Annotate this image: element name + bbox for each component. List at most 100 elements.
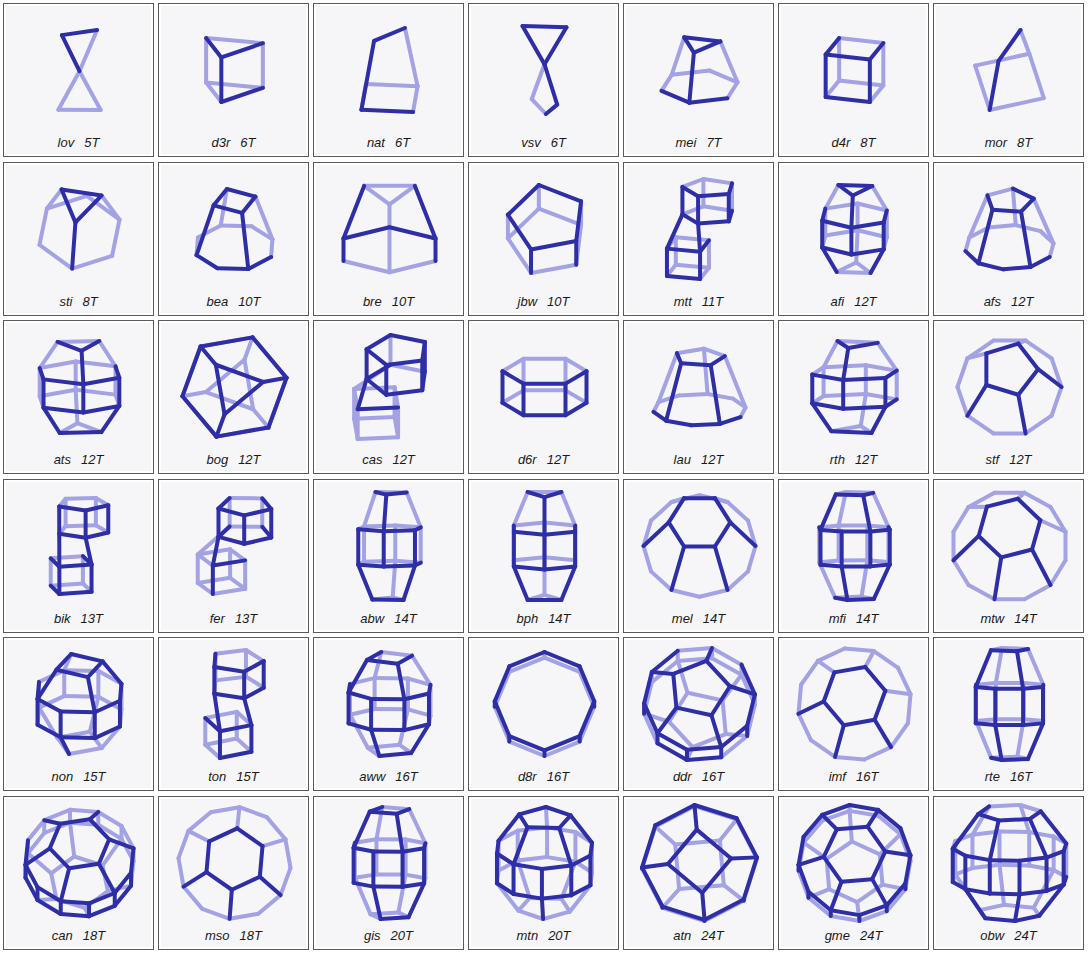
cage-edge [546,105,557,114]
cage-edge [986,344,1018,354]
cage-edge [715,498,730,522]
cage-edge [281,868,291,895]
cage-edge [872,407,886,433]
cage-code: mtt [674,294,692,310]
cage-edge [214,205,242,213]
cage-edge [354,848,374,852]
cage-edge [1025,493,1051,507]
cage-edge [978,210,992,264]
cage-edge [881,43,885,85]
cage-edge [954,536,979,560]
cage-edge [882,223,886,250]
cage-edge [996,648,1002,683]
cage-edge [361,110,413,112]
cage-edge [364,492,375,526]
cage-caption: mso18T [159,928,308,944]
cage-edge [665,249,669,276]
cage-edge [958,358,968,387]
cage-edge [684,545,715,549]
cage-edge [847,599,873,600]
cage-code: non [51,769,73,785]
cage-edge [678,661,688,693]
cage-edge [244,538,271,544]
cage-edge [843,378,885,380]
cage-edge [44,408,84,413]
cage-edge [573,832,577,862]
cage-cell: rth12T [778,320,929,474]
cage-edge [872,879,886,905]
cage-cell: d8r16T [468,637,619,791]
cage-edge [843,348,848,380]
cage-edge [183,396,217,436]
cage-edge [712,648,741,665]
cage-edge [825,185,838,209]
cage-code: afs [984,294,1001,310]
cage-edge [90,564,94,591]
cage-edge [26,865,38,887]
cage-illustration [624,321,773,473]
cage-code: mor [985,135,1007,151]
cage-illustration [624,4,773,156]
cage-edge [42,379,46,407]
cage-caption: lau12T [624,452,773,468]
cage-edge [842,564,871,568]
cage-edge [269,509,273,537]
cage-edge [994,557,1001,599]
t-atom-count: 12T [1011,294,1033,310]
cage-cell: imf16T [778,637,929,791]
cage-cell: ats12T [3,320,154,474]
cage-edge [662,91,690,103]
t-atom-count: 16T [856,769,878,785]
cage-edge [61,901,89,903]
cage-code: aww [359,769,385,785]
cage-edge [900,828,910,855]
cage-cell: mso18T [158,796,309,950]
cage-edge [728,502,748,521]
cage-edge [559,828,571,866]
cage-edge [188,812,210,831]
cage-edge [205,712,236,718]
cage-edge [44,820,60,824]
cage-cell: d3r6T [158,3,309,157]
cage-edge [74,362,78,390]
cage-code: bea [206,294,228,310]
t-atom-count: 24T [860,928,882,944]
cage-illustration [159,638,308,790]
cage-edge [390,186,415,205]
cage-edge [237,739,252,752]
cage-edge [990,820,999,860]
cage-code: vsv [521,135,541,151]
cage-edge [514,492,528,525]
cage-caption: d4r8T [779,135,928,151]
cage-edge [82,351,84,384]
cage-edge [50,824,60,849]
cage-illustration [934,321,1083,473]
cage-edge [799,714,811,740]
cage-edge [183,396,217,436]
cage-edge [870,565,889,567]
cage-edge [409,883,425,917]
cage-edge [682,214,698,223]
cage-illustration [4,797,153,949]
cage-edge [218,537,244,544]
cage-edge [384,365,388,395]
cage-edge [711,356,725,365]
cage-edge [678,648,712,651]
cage-illustration [779,638,928,790]
cage-edge [84,510,88,537]
cage-edge [1024,683,1044,685]
cage-code: lau [674,452,691,468]
cage-edge [995,723,1023,727]
cage-cell: sti8T [3,162,154,316]
cage-edge [799,837,804,865]
cage-edge [694,805,696,830]
cage-edge [1018,499,1041,520]
cage-illustration [159,797,308,949]
cage-edge [1032,550,1050,585]
cage-caption: fer13T [159,611,308,627]
cage-edge [571,815,592,842]
cage-edge [1029,832,1053,836]
cage-cell: cas12T [313,320,464,474]
cage-edge [93,712,97,738]
cage-edge [1028,649,1043,685]
